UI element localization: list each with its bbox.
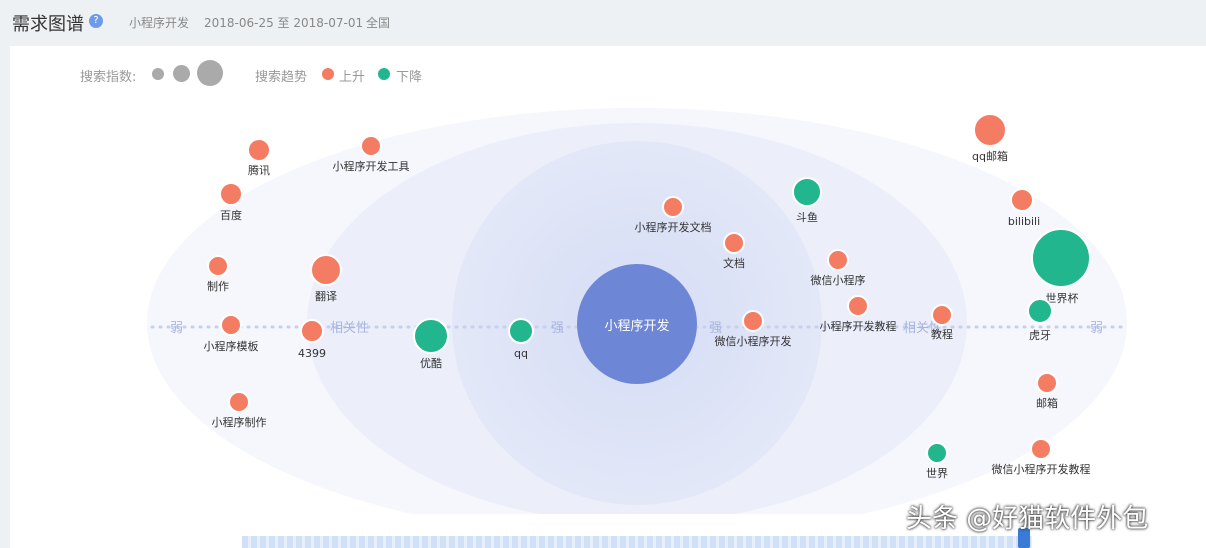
node-youku[interactable]: 优酷 bbox=[413, 318, 449, 370]
node-dev-tutorial[interactable]: 小程序开发教程 bbox=[820, 295, 897, 333]
svg-text:qq邮箱: qq邮箱 bbox=[972, 149, 1008, 163]
node-huya[interactable]: 虎牙 bbox=[1027, 298, 1053, 342]
node-qq[interactable]: qq bbox=[508, 318, 534, 360]
node-qq-mail[interactable]: qq邮箱 bbox=[972, 113, 1008, 163]
center-node[interactable] bbox=[577, 264, 697, 384]
svg-text:微信小程序: 微信小程序 bbox=[811, 273, 866, 287]
slider-track bbox=[242, 536, 1032, 548]
svg-text:4399: 4399 bbox=[298, 347, 326, 360]
node-baidu[interactable]: 百度 bbox=[219, 182, 243, 222]
svg-text:文档: 文档 bbox=[723, 256, 745, 270]
node-tutorial[interactable]: 教程 bbox=[931, 304, 953, 341]
svg-text:腾讯: 腾讯 bbox=[248, 163, 270, 177]
axis-strong-right: 强 bbox=[709, 321, 722, 336]
svg-text:小程序开发文档: 小程序开发文档 bbox=[635, 220, 712, 234]
node-wechat-mp[interactable]: 微信小程序 bbox=[811, 249, 866, 287]
node-docs[interactable]: 文档 bbox=[723, 232, 745, 270]
trend-up-label[interactable]: 上升 bbox=[339, 70, 366, 85]
header-bar: 需求图谱 ? 小程序开发 2018-06-25 至 2018-07-01 全国 bbox=[0, 0, 1206, 44]
node-translate[interactable]: 翻译 bbox=[310, 254, 342, 303]
svg-text:百度: 百度 bbox=[220, 208, 242, 222]
axis-weak-left: 弱 bbox=[170, 321, 183, 336]
svg-text:虎牙: 虎牙 bbox=[1029, 329, 1051, 342]
node-dev-docs[interactable]: 小程序开发文档 bbox=[635, 196, 712, 234]
svg-text:教程: 教程 bbox=[931, 328, 953, 341]
svg-text:小程序制作: 小程序制作 bbox=[212, 415, 267, 429]
node-4399[interactable]: 4399 bbox=[298, 319, 326, 360]
node-template[interactable]: 小程序模板 bbox=[204, 314, 259, 353]
index-size-small bbox=[152, 68, 164, 80]
node-dev-tools[interactable]: 小程序开发工具 bbox=[333, 135, 410, 173]
trend-down-dot bbox=[378, 68, 390, 80]
svg-text:斗鱼: 斗鱼 bbox=[796, 210, 818, 224]
svg-text:微信小程序开发教程: 微信小程序开发教程 bbox=[992, 462, 1091, 476]
svg-text:bilibili: bilibili bbox=[1008, 215, 1040, 228]
axis-strong-left: 强 bbox=[551, 321, 564, 336]
trend-down-label[interactable]: 下降 bbox=[396, 70, 423, 85]
region-label[interactable]: 全国 bbox=[366, 16, 391, 30]
trend-up-dot bbox=[322, 68, 334, 80]
search-index-label: 搜索指数: bbox=[80, 70, 137, 85]
svg-text:小程序开发教程: 小程序开发教程 bbox=[820, 319, 897, 333]
slider-handle[interactable] bbox=[1018, 528, 1030, 548]
index-size-large bbox=[197, 60, 223, 86]
keyword-label: 小程序开发 bbox=[129, 16, 190, 30]
axis-relevance-right: 相关性 bbox=[903, 321, 942, 336]
svg-text:制作: 制作 bbox=[207, 280, 229, 293]
node-bilibili[interactable]: bilibili bbox=[1008, 188, 1040, 228]
svg-text:优酷: 优酷 bbox=[420, 357, 442, 370]
node-wechat-mp-dev[interactable]: 微信小程序开发 bbox=[715, 310, 792, 348]
svg-text:邮箱: 邮箱 bbox=[1036, 396, 1058, 410]
svg-text:微信小程序开发: 微信小程序开发 bbox=[715, 334, 792, 348]
svg-text:世界: 世界 bbox=[926, 467, 948, 480]
node-make[interactable]: 制作 bbox=[207, 255, 229, 293]
svg-text:小程序模板: 小程序模板 bbox=[204, 339, 259, 353]
center-label: 小程序开发 bbox=[604, 318, 669, 334]
node-mail[interactable]: 邮箱 bbox=[1036, 372, 1058, 410]
svg-text:翻译: 翻译 bbox=[315, 289, 337, 303]
page-title: 需求图谱 bbox=[12, 14, 84, 35]
date-range[interactable]: 2018-06-25 至 2018-07-01 bbox=[204, 16, 364, 30]
watermark: 头条 @好猫软件外包 bbox=[906, 504, 1149, 534]
index-size-medium bbox=[173, 65, 190, 82]
axis-relevance-left: 相关性 bbox=[330, 321, 369, 336]
node-wechat-dev-tutorial[interactable]: 微信小程序开发教程 bbox=[992, 438, 1091, 476]
axis-weak-right: 弱 bbox=[1090, 321, 1103, 336]
svg-text:世界杯: 世界杯 bbox=[1046, 291, 1079, 305]
node-mp-make[interactable]: 小程序制作 bbox=[212, 391, 267, 429]
time-slider[interactable] bbox=[242, 536, 1032, 548]
svg-text:小程序开发工具: 小程序开发工具 bbox=[333, 159, 410, 173]
node-douyu[interactable]: 斗鱼 bbox=[792, 177, 822, 224]
help-icon[interactable]: ? bbox=[89, 14, 103, 28]
svg-text:qq: qq bbox=[514, 347, 528, 360]
node-world-cup[interactable]: 世界杯 bbox=[1031, 228, 1091, 305]
node-tencent[interactable]: 腾讯 bbox=[247, 138, 271, 177]
node-world[interactable]: 世界 bbox=[926, 442, 948, 480]
search-trend-label: 搜索趋势 bbox=[255, 70, 308, 85]
